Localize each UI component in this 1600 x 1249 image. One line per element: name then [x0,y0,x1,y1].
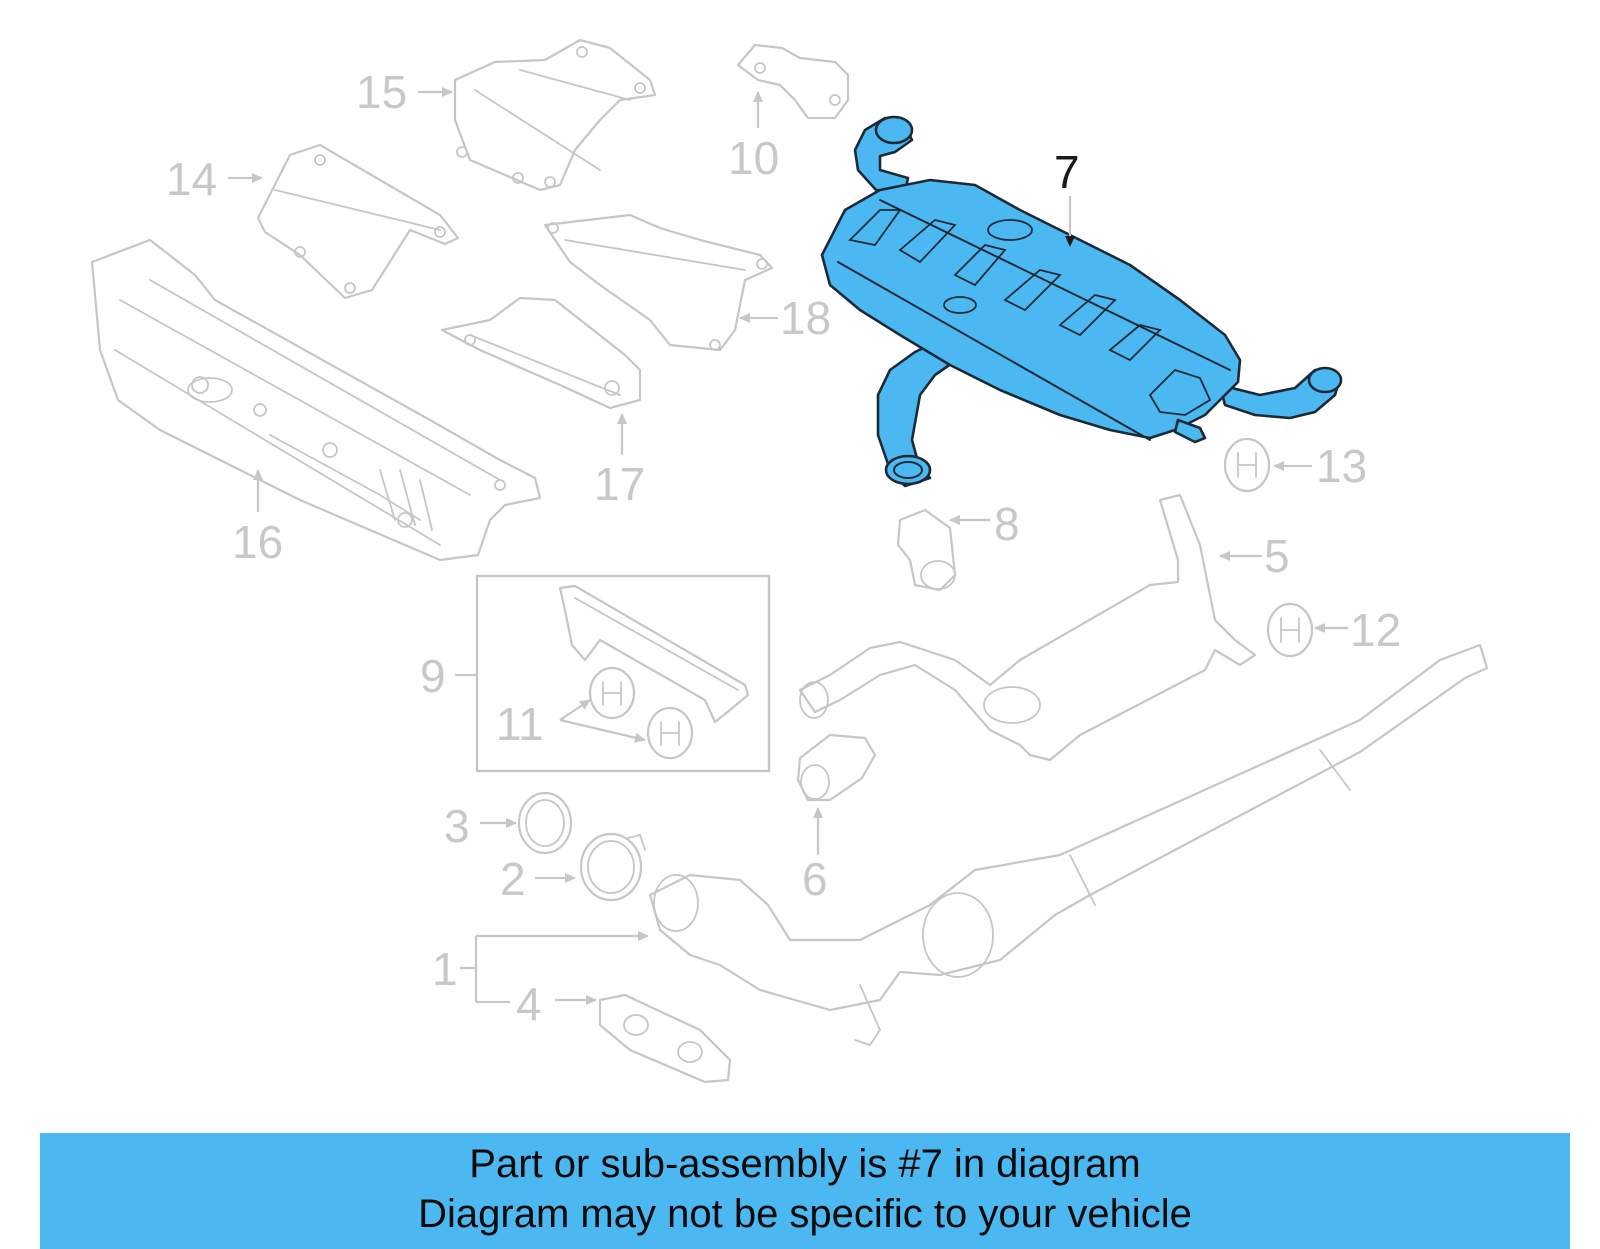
part-5-center-muffler[interactable] [798,493,1257,762]
callout-13: 13 [1316,440,1367,492]
callout-10: 10 [728,132,779,184]
part-4-gasket[interactable] [598,993,732,1084]
part-8-clamp[interactable] [896,508,957,592]
part-15-heat-shield[interactable] [453,38,657,192]
part-6-clamp[interactable] [796,733,877,802]
part-7-rear-muffler[interactable] [820,115,1343,488]
part-1-front-pipe[interactable] [648,643,1489,1047]
part-12-isolator[interactable] [1266,602,1314,658]
part-9-hanger-assembly[interactable] [475,574,771,773]
callout-9: 9 [420,650,446,702]
callout-16: 16 [232,516,283,568]
callout-4: 4 [516,978,542,1030]
callout-14: 14 [166,153,217,205]
callout-15: 15 [356,66,407,118]
part-13-isolator[interactable] [1223,437,1271,493]
part-2-clamp[interactable] [579,832,646,902]
banner-line-2: Diagram may not be specific to your vehi… [418,1192,1192,1236]
info-banner: Part or sub-assembly is #7 in diagram Di… [40,1133,1570,1249]
part-14-heat-shield[interactable] [256,143,460,300]
callout-6: 6 [802,853,828,905]
callout-labels: 15 14 10 7 18 17 16 13 8 5 12 9 11 3 6 2… [166,66,1401,1030]
callout-17: 17 [594,458,645,510]
banner-line-1: Part or sub-assembly is #7 in diagram [469,1142,1141,1186]
callout-2: 2 [500,853,526,905]
part-11-isolator-a[interactable] [588,666,636,720]
part-3-gasket[interactable] [517,791,573,855]
part-17-heat-shield[interactable] [440,296,642,410]
part-18-heat-shield[interactable] [543,213,774,352]
callout-12: 12 [1350,604,1401,656]
part-16-crossmember[interactable] [90,238,542,562]
callout-1: 1 [432,943,458,995]
part-10-bracket[interactable] [736,43,850,120]
part-11-isolator-b[interactable] [646,706,694,760]
callout-18: 18 [780,292,831,344]
callout-8: 8 [994,498,1020,550]
leader-lines [228,87,1348,1005]
callout-5: 5 [1264,530,1290,582]
callout-11: 11 [496,698,544,750]
callout-3: 3 [444,800,470,852]
callout-7: 7 [1054,146,1080,198]
